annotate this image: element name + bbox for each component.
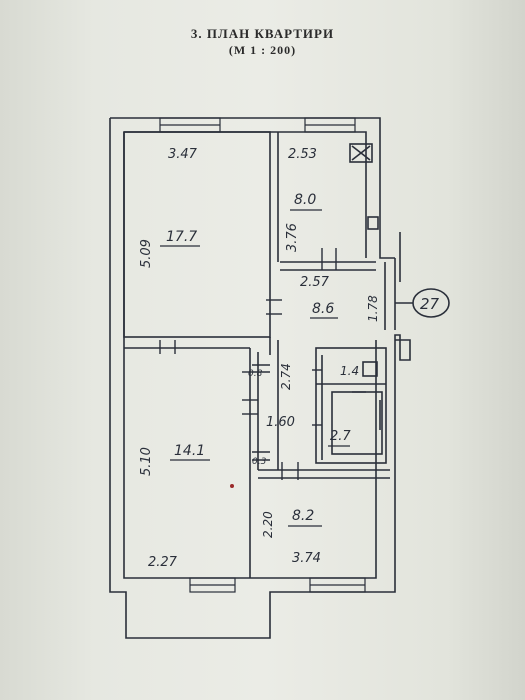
ink-dot [230, 484, 234, 488]
room1-area-label: 17.7 [166, 229, 197, 245]
wc-area-label: 1.4 [340, 364, 359, 378]
apartment-number: 27 [420, 295, 440, 313]
small-label-bottom: 0.3 [252, 457, 267, 467]
kitchen-length-label: 3.76 [285, 223, 300, 252]
small-label-top: 0.8 [248, 369, 263, 379]
room2-area-label: 14.1 [174, 443, 205, 459]
kitchen-area-label: 8.0 [294, 192, 316, 208]
corridor-length-label: 1.78 [366, 295, 380, 322]
room2-width-label: 2.27 [148, 555, 178, 570]
corridor-width-label: 2.57 [300, 275, 330, 290]
door-ticks [159, 248, 366, 480]
plan-title: 3. ПЛАН КВАРТИРИ [190, 26, 335, 41]
hall-area-label: 1.60 [266, 415, 295, 430]
room1-width-label: 3.47 [168, 147, 198, 162]
windows [159, 117, 366, 593]
area-underlines [160, 209, 350, 527]
room3-length-label: 2.20 [261, 511, 275, 538]
room3-area-label: 8.2 [292, 508, 314, 524]
plan-scale: (М 1 : 200) [228, 43, 297, 57]
hall-length-label: 2.74 [279, 363, 293, 390]
room1-length-label: 5.09 [139, 239, 154, 268]
corridor-area-label: 8.6 [312, 301, 334, 317]
kitchen-width-label: 2.53 [288, 147, 317, 162]
room-labels: 3.47 5.09 17.7 2.53 8.0 3.76 2.57 8.6 1.… [139, 147, 440, 570]
bath-area-label: 2.7 [330, 429, 351, 444]
interior-walls [123, 131, 390, 578]
room2-length-label: 5.10 [139, 447, 154, 476]
room3-width-label: 3.74 [292, 551, 321, 566]
